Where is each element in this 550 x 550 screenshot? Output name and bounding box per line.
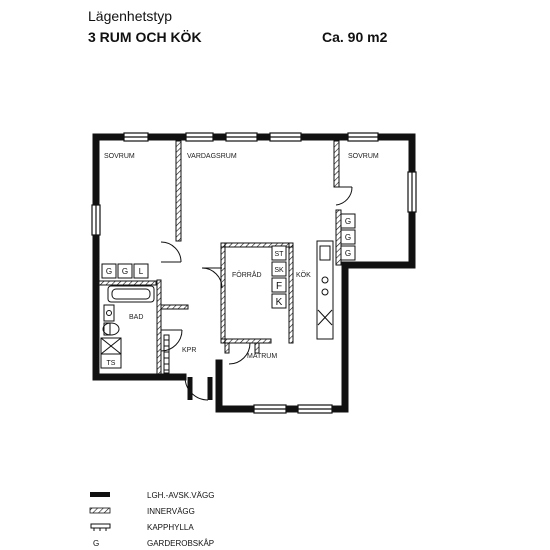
- bathroom-fixtures: [100, 285, 155, 369]
- room-kok: KÖK: [296, 271, 311, 279]
- room-forrad: FÖRRÅD: [232, 270, 262, 279]
- room-bad: BAD: [129, 314, 143, 321]
- fixture-l: L: [139, 267, 144, 276]
- legend: G LGH.-AVSK.VÄGG INNERVÄGG KAPPHYLLA GAR…: [89, 491, 214, 548]
- interior-walls: [97, 140, 342, 378]
- fixture-k: K: [276, 297, 283, 308]
- storage-boxes: [101, 213, 356, 309]
- fixture-st: ST: [275, 251, 285, 258]
- legend-label-coat-rack: KAPPHYLLA: [147, 523, 194, 532]
- fixture-g-4: G: [345, 233, 351, 242]
- coat-rack: [163, 334, 170, 374]
- room-sovrum-right: SOVRUM: [348, 153, 379, 160]
- fixture-f: F: [276, 281, 282, 292]
- legend-swatch-coat-rack: [90, 523, 111, 531]
- area-label: Ca. 90 m2: [322, 29, 388, 45]
- fixture-g-2: G: [122, 267, 128, 276]
- fixture-ts: TS: [107, 360, 116, 367]
- legend-swatch-exterior-wall: [90, 492, 110, 497]
- fixture-letters: G G L G G G ST SK F K TS: [106, 217, 351, 367]
- room-sovrum-left: SOVRUM: [104, 153, 135, 160]
- fixture-g-5: G: [345, 249, 351, 258]
- kitchen-counter: [316, 240, 334, 340]
- room-vardagsrum: VARDAGSRUM: [187, 153, 237, 160]
- room-matrum: MATRUM: [247, 353, 277, 360]
- exterior-walls-small: [187, 377, 213, 400]
- type-value: 3 RUM OCH KÖK: [88, 29, 202, 45]
- legend-symbol-g: G: [93, 539, 99, 548]
- windows: [91, 132, 417, 414]
- legend-swatch-interior-wall: [89, 507, 111, 514]
- legend-label-exterior-wall: LGH.-AVSK.VÄGG: [147, 491, 214, 500]
- legend-label-wardrobe: GARDEROBSKÅP: [147, 539, 214, 548]
- room-kpr: KPR: [182, 347, 196, 354]
- room-labels: SOVRUM VARDAGSRUM SOVRUM FÖRRÅD KÖK BAD …: [104, 153, 379, 360]
- doors: [160, 186, 353, 401]
- type-label: Lägenhetstyp: [88, 8, 173, 24]
- fixture-g-3: G: [345, 217, 351, 226]
- fixture-sk: SK: [274, 267, 284, 274]
- fixture-g-1: G: [106, 267, 112, 276]
- legend-label-interior-wall: INNERVÄGG: [147, 507, 195, 516]
